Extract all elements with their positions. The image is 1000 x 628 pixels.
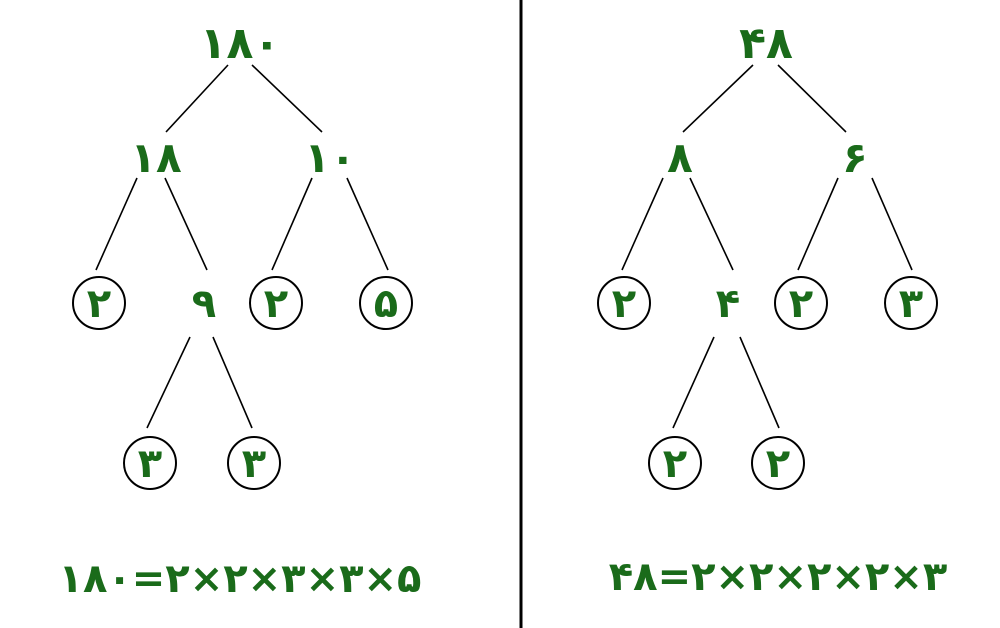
left-l-number: ۱۸ <box>130 133 182 182</box>
edge-l-lr <box>689 177 734 271</box>
edge-root-l <box>682 64 754 133</box>
edge-r-rl <box>271 177 313 271</box>
left-factor-tree: ۱۸۰ ۱۸ ۱۰ ۲ ۹ ۲ ۵ ۳ ۳ ۱۸۰=۲×۲×۳×۳×۵ <box>59 18 422 602</box>
edge-l-ll <box>95 177 138 271</box>
right-factor-tree: ۴۸ ۸ ۶ ۲ ۴ ۲ ۳ ۲ ۲ ۴۸=۲×۲×۲×۲×۳ <box>597 18 947 600</box>
prime-circle <box>648 436 702 490</box>
edge-lr-lrl <box>672 336 715 429</box>
right-rr-number: ۳ <box>899 281 923 327</box>
edge-r-rr <box>346 177 389 271</box>
edge-root-r <box>777 64 847 133</box>
edge-r-rr <box>871 177 913 271</box>
prime-circle <box>751 436 805 490</box>
left-lrl-number: ۳ <box>138 441 162 487</box>
left-rr-number: ۵ <box>374 281 398 327</box>
edge-r-rl <box>797 177 839 271</box>
prime-circle <box>884 276 938 330</box>
right-root-number: ۴۸ <box>739 18 793 69</box>
prime-circle <box>774 276 828 330</box>
left-equation: ۱۸۰=۲×۲×۳×۳×۵ <box>59 556 422 602</box>
prime-circle <box>227 436 281 490</box>
edge-root-l <box>165 64 229 133</box>
left-lr-number: ۹ <box>192 281 216 327</box>
left-ll-number: ۲ <box>87 281 111 327</box>
right-lrl-number: ۲ <box>663 441 687 487</box>
left-root-number: ۱۸۰ <box>200 18 281 69</box>
right-lrr-number: ۲ <box>766 441 790 487</box>
right-rl-number: ۲ <box>789 281 813 327</box>
edge-l-ll <box>621 177 664 271</box>
edge-l-lr <box>164 177 208 271</box>
right-equation: ۴۸=۲×۲×۲×۲×۳ <box>609 554 947 600</box>
right-ll-number: ۲ <box>612 281 636 327</box>
prime-circle <box>359 276 413 330</box>
prime-circle <box>597 276 651 330</box>
left-lrr-number: ۳ <box>242 441 266 487</box>
edge-lr-lrl <box>146 336 191 429</box>
right-lr-number: ۴ <box>716 281 740 327</box>
right-l-number: ۸ <box>667 133 693 182</box>
prime-circle <box>123 436 177 490</box>
edge-lr-lrr <box>739 336 780 429</box>
left-r-number: ۱۰ <box>304 133 355 182</box>
prime-circle <box>249 276 303 330</box>
left-rl-number: ۲ <box>264 281 288 327</box>
prime-circle <box>72 276 126 330</box>
edge-root-r <box>251 64 323 133</box>
edge-lr-lrr <box>212 336 253 429</box>
right-r-number: ۶ <box>842 133 868 182</box>
